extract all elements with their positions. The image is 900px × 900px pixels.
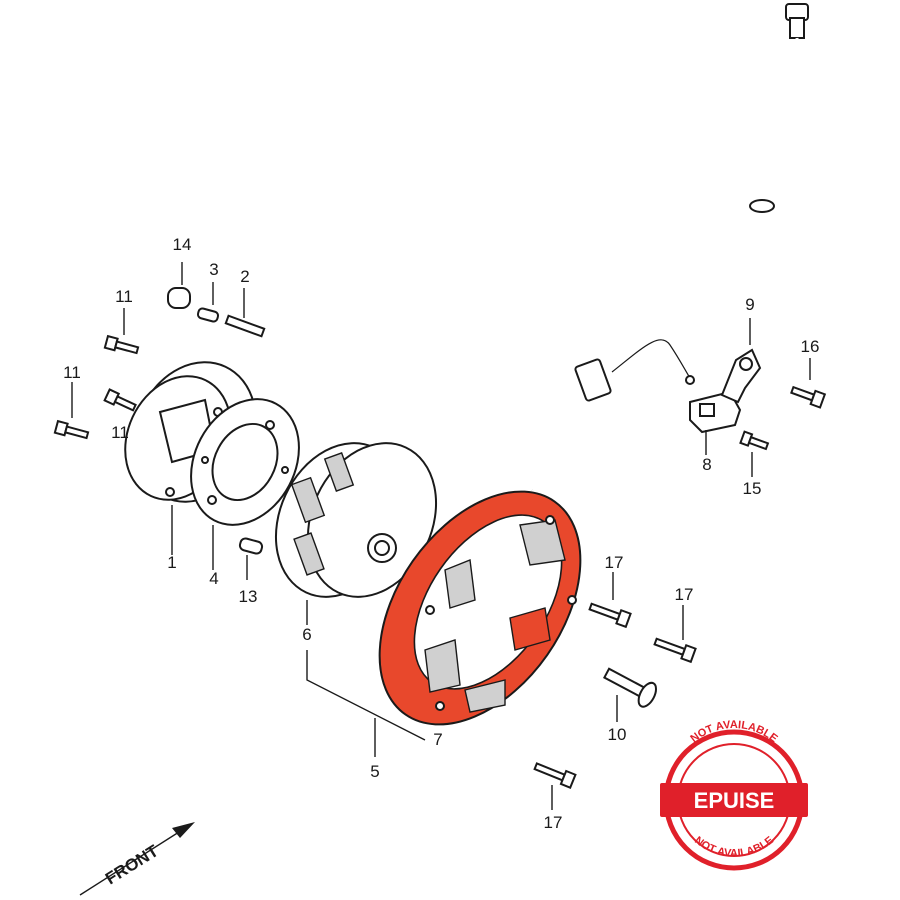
- stator-highlighted: [378, 490, 582, 726]
- wire-harness: [527, 3, 809, 491]
- part-number-8: 8: [702, 455, 711, 474]
- part-number-17-c: 17: [544, 813, 563, 832]
- part-number-17-a: 17: [605, 553, 624, 572]
- part-number-4: 4: [209, 569, 218, 588]
- part-number-9: 9: [745, 295, 754, 314]
- out-of-stock-stamp: NOT AVAILABLE NOT AVAILABLE EPUISE: [660, 719, 808, 871]
- part-number-13: 13: [239, 587, 258, 606]
- part-number-14: 14: [173, 235, 192, 254]
- part-number-15: 15: [743, 479, 762, 498]
- front-label: FRONT: [102, 841, 162, 888]
- plate: [190, 398, 300, 526]
- pulser-assembly: [689, 348, 762, 434]
- part-number-17-b: 17: [675, 585, 694, 604]
- part-number-3: 3: [209, 260, 218, 279]
- part-number-10: 10: [608, 725, 627, 744]
- leader-lines: [71, 262, 811, 810]
- rotor: [274, 442, 438, 598]
- front-direction-arrow: FRONT: [79, 822, 195, 896]
- part-number-5: 5: [370, 762, 379, 781]
- part-number-6: 6: [302, 625, 311, 644]
- part-number-2: 2: [240, 267, 249, 286]
- part-number-11-left: 11: [63, 363, 81, 382]
- part-labels: 14 3 2 11 11 11 1 4 13 6 7 5 9 16 8 15 1…: [63, 235, 819, 832]
- small-parts: [53, 287, 827, 790]
- part-number-11-top: 11: [115, 287, 133, 306]
- stamp-main-text: EPUISE: [694, 788, 775, 813]
- part-number-16: 16: [801, 337, 820, 356]
- part-number-1: 1: [167, 553, 176, 572]
- svg-text:NOT AVAILABLE: NOT AVAILABLE: [692, 834, 776, 859]
- part-number-11-mid: 11: [111, 423, 129, 442]
- part-number-7: 7: [433, 730, 442, 749]
